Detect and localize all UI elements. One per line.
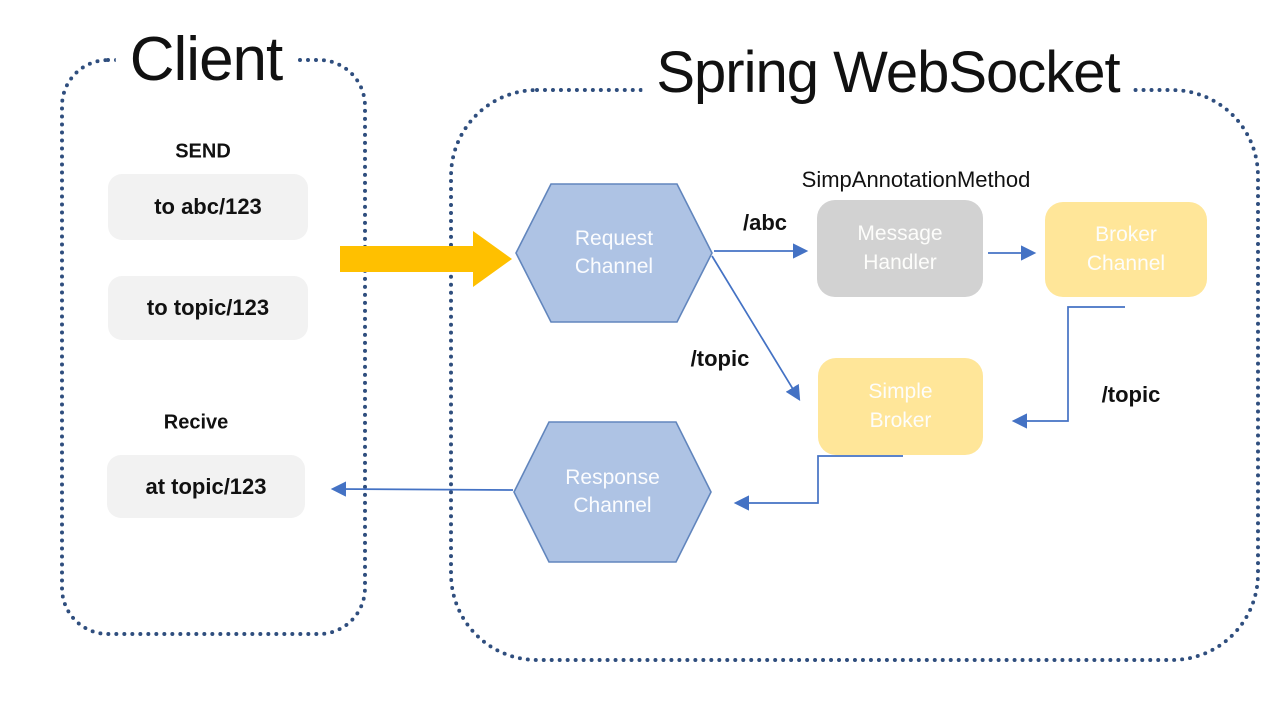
hexagon-shape: [513, 421, 712, 563]
response-to-client-arrow: [330, 481, 514, 497]
simple-broker-node: Simple Broker: [818, 358, 983, 455]
brokerchannel-to-simplebroker-arrow: [1011, 306, 1125, 429]
message-box-to-abc: to abc/123: [108, 174, 308, 240]
response-channel-node: Response Channel: [513, 421, 712, 563]
receive-label: Recive: [163, 411, 229, 434]
client-to-server-flow-arrow: [340, 231, 512, 287]
response-channel-label: Response Channel: [565, 465, 660, 517]
client-title: Client: [115, 26, 297, 94]
message-box-at-topic: at topic/123: [107, 455, 305, 518]
request-channel-node: Request Channel: [515, 183, 713, 323]
abc-edge-label: /abc: [742, 210, 788, 235]
message-box-to-topic: to topic/123: [108, 276, 308, 340]
topic-edge-label-left: /topic: [690, 346, 750, 371]
hexagon-shape: [515, 183, 713, 323]
simp-annotation-label: SimpAnnotationMethod: [801, 167, 1031, 192]
simplebroker-to-response-arrow: [733, 455, 903, 511]
request-channel-label: Request Channel: [574, 226, 654, 278]
broker-channel-node: Broker Channel: [1045, 202, 1207, 297]
message-handler-node: Message Handler: [817, 200, 983, 297]
topic-edge-label-right: /topic: [1101, 382, 1161, 407]
server-title: Spring WebSocket: [642, 42, 1134, 104]
send-label: SEND: [175, 140, 231, 163]
request-to-simplebroker-arrow: [711, 255, 801, 401]
